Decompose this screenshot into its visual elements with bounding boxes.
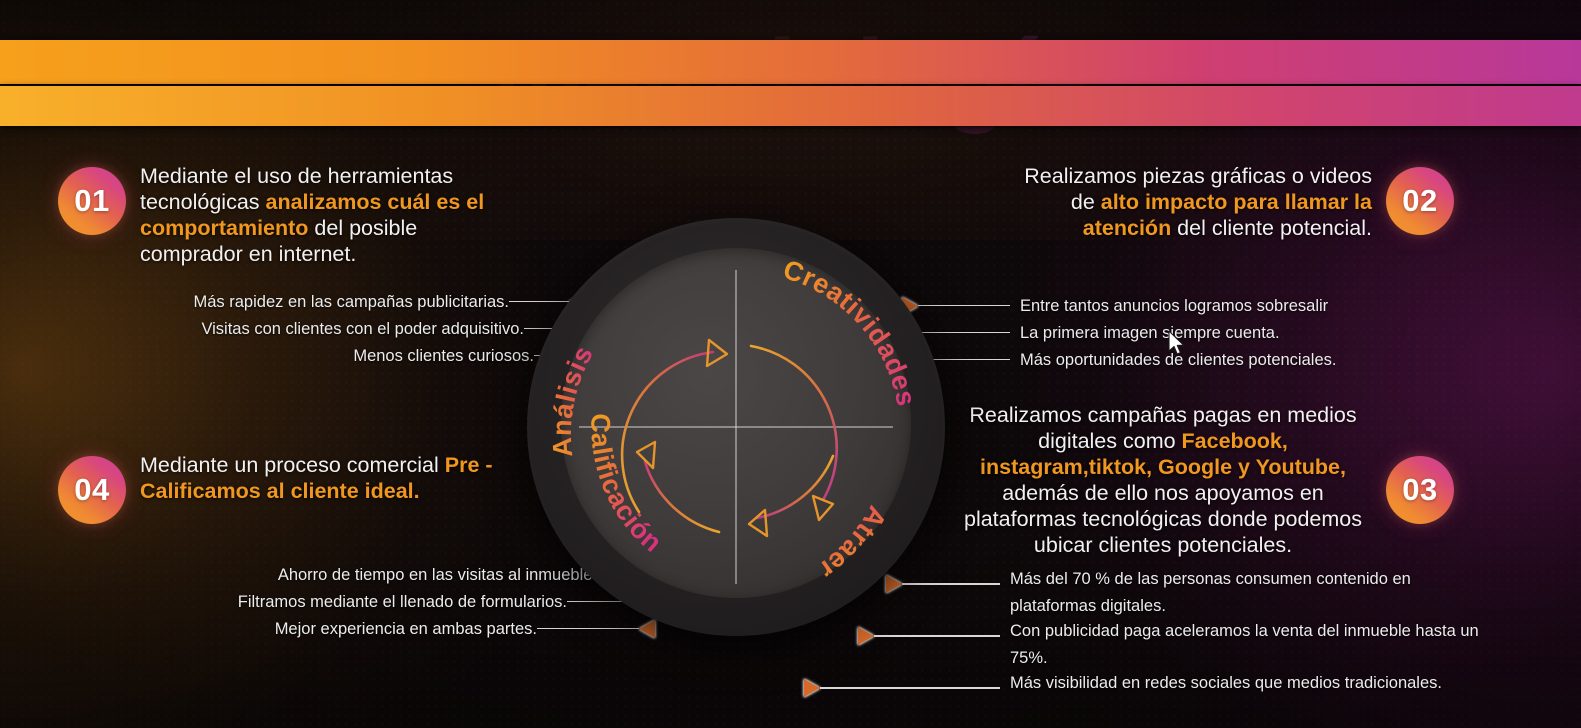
badge-02-number: 02 <box>1402 183 1438 218</box>
connector <box>886 575 1000 593</box>
badge-03-number: 03 <box>1402 472 1438 507</box>
bullet-row: Más rapidez en las campañas publicitaria… <box>80 288 585 315</box>
connector-line <box>902 583 1000 585</box>
page-title-line-2: (Acelerador de ventas inmobiliarias) <box>0 86 1581 126</box>
paragraph-text: Realizamos campañas pagas en medios digi… <box>969 403 1357 453</box>
badge-01-number: 01 <box>74 183 110 218</box>
circle-inner-disc <box>561 248 911 598</box>
quadrant-arrow-arcs <box>620 338 838 538</box>
connector-line <box>537 627 639 630</box>
paragraph-text: del cliente potencial. <box>1171 216 1372 240</box>
bullet-row: Menos clientes curiosos. <box>80 342 585 369</box>
arrow-right-icon <box>886 575 902 593</box>
header: metodología Conozca nuestra metodología … <box>0 14 1581 135</box>
paragraph-highlight: Facebook, instagram,tiktok, Google y You… <box>980 429 1346 479</box>
bullet-text: Entre tantos anuncios logramos sobresali… <box>1020 296 1329 315</box>
connector <box>537 619 655 638</box>
bullet-text: Más visibilidad en redes sociales que me… <box>1010 674 1442 692</box>
paragraph-highlight: analizamos cuál es el comportamiento <box>140 190 485 240</box>
bullet-list-01: Más rapidez en las campañas publicitaria… <box>80 288 585 369</box>
connector <box>804 679 1000 697</box>
bullet-text: Mejor experiencia en ambas partes. <box>274 619 537 638</box>
paragraph-highlight: alto impacto para llamar la atención <box>1082 190 1372 240</box>
bullet-text: Menos clientes curiosos. <box>353 346 534 365</box>
paragraph-01: Mediante el uso de herramientas tecnológ… <box>140 163 512 267</box>
connector-line <box>918 304 1010 307</box>
bullet-row: Más oportunidades de clientes potenciale… <box>886 346 1422 373</box>
bullet-text: Ahorro de tiempo en las visitas al inmue… <box>277 565 597 584</box>
badge-01: 01 <box>58 167 126 235</box>
crosshair-vertical-line <box>735 270 737 584</box>
arrow-right-icon <box>858 627 874 645</box>
bullet-text: La primera imagen siempre cuenta. <box>1020 323 1280 342</box>
bullet-text: Más rapidez en las campañas publicitaria… <box>193 292 510 311</box>
page-title-line-1: Conozca nuestra metodología ADI <box>0 40 1581 84</box>
bullet-list-04: Ahorro de tiempo en las visitas al inmue… <box>70 561 655 642</box>
connector-line <box>918 331 1010 334</box>
crosshair-horizontal-line <box>579 426 893 428</box>
badge-04: 04 <box>58 456 126 524</box>
connector-line <box>902 358 1010 361</box>
connector-line <box>820 687 1000 689</box>
connector-line <box>567 600 639 603</box>
paragraph-highlight: Pre -Calificamos al cliente ideal. <box>140 453 493 503</box>
bullet-row: Visitas con clientes con el poder adquis… <box>80 315 585 342</box>
bullet-list-02: Entre tantos anuncios logramos sobresali… <box>886 292 1422 373</box>
bullet-list-03: Más del 70 % de las personas consumen co… <box>804 566 1518 697</box>
paragraph-03: Realizamos campañas pagas en medios digi… <box>952 402 1374 558</box>
bullet-row: Más visibilidad en redes sociales que me… <box>804 670 1518 697</box>
bullet-text: Visitas con clientes con el poder adquis… <box>201 319 524 338</box>
arrow-left-icon <box>639 619 655 638</box>
bullet-row: Entre tantos anuncios logramos sobresali… <box>902 292 1422 319</box>
bullet-row: Más del 70 % de las personas consumen co… <box>886 566 1518 620</box>
bullet-text: Filtramos mediante el llenado de formula… <box>237 592 567 611</box>
connector-line <box>874 635 1000 637</box>
badge-02: 02 <box>1386 167 1454 235</box>
methodology-circle-diagram: Análisis Creatividades Atraer Calificaci… <box>527 218 945 636</box>
paragraph-text: del posible comprador en internet. <box>140 216 418 266</box>
arrow-right-icon <box>804 679 820 697</box>
bullet-text: Más del 70 % de las personas consumen co… <box>1010 570 1411 615</box>
bullet-row: La primera imagen siempre cuenta. <box>902 319 1422 346</box>
bullet-row: Mejor experiencia en ambas partes. <box>70 615 655 642</box>
connector <box>858 627 1000 645</box>
paragraph-text: Mediante un proceso comercial <box>140 453 445 477</box>
badge-03: 03 <box>1386 456 1454 524</box>
connector-line <box>524 327 569 330</box>
paragraph-04: Mediante un proceso comercial Pre -Calif… <box>140 452 512 504</box>
page-title: Conozca nuestra metodología ADI (Acelera… <box>0 40 1581 126</box>
bullet-text: Con publicidad paga aceleramos la venta … <box>1010 622 1479 667</box>
paragraph-text: Realizamos piezas gráficas o videos de <box>1024 164 1372 214</box>
badge-04-number: 04 <box>74 472 110 507</box>
paragraph-text: además de ello nos apoyamos en plataform… <box>963 481 1362 557</box>
bullet-row: Con publicidad paga aceleramos la venta … <box>858 618 1518 672</box>
paragraph-text: Mediante el uso de herramientas tecnológ… <box>140 164 454 214</box>
connector-line <box>509 300 569 303</box>
paragraph-02: Realizamos piezas gráficas o videos de a… <box>1000 163 1372 241</box>
bullet-text: Más oportunidades de clientes potenciale… <box>1020 350 1337 369</box>
